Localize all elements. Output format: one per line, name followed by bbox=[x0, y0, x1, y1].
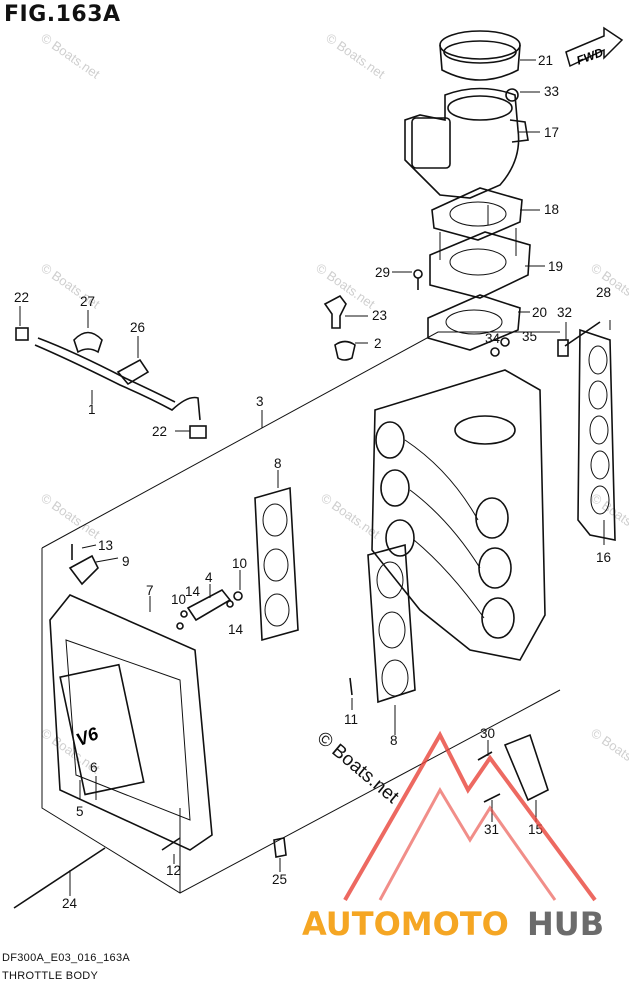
callout: 30 bbox=[480, 726, 495, 741]
callout: 22 bbox=[152, 424, 167, 439]
callout: 9 bbox=[122, 554, 130, 569]
callout: 26 bbox=[130, 320, 145, 335]
callout: 34 bbox=[485, 331, 501, 346]
pipe-4 bbox=[186, 588, 232, 622]
clamp-27 bbox=[73, 331, 103, 354]
fitting-23 bbox=[323, 294, 347, 329]
callout: 13 bbox=[98, 538, 113, 553]
callout: 23 bbox=[372, 308, 387, 323]
gasket-8-upper bbox=[254, 486, 299, 642]
logo-mountain-icon bbox=[343, 730, 597, 902]
callout: 6 bbox=[90, 760, 98, 775]
callout: 20 bbox=[532, 305, 547, 320]
bolt-31 bbox=[483, 793, 501, 803]
automotohub-logo: AUTOMOTO HUB bbox=[302, 730, 604, 943]
figure-title: FIG.163A bbox=[4, 2, 121, 27]
callout: 31 bbox=[484, 822, 499, 837]
throttle-body-17 bbox=[404, 87, 520, 199]
gasket-8-lower bbox=[367, 543, 416, 704]
clamp-22-lower bbox=[189, 425, 207, 439]
callout: 14 bbox=[228, 622, 244, 637]
callout: 11 bbox=[344, 712, 358, 727]
callout: 12 bbox=[166, 863, 181, 878]
gasket-20 bbox=[427, 294, 521, 351]
section-name: THROTTLE BODY bbox=[2, 970, 99, 982]
adapter-19 bbox=[429, 231, 531, 299]
callout: 19 bbox=[548, 259, 563, 274]
callout: 32 bbox=[557, 305, 572, 320]
o-ring-14 bbox=[180, 610, 188, 618]
callout: 16 bbox=[596, 550, 611, 565]
bolt-12 bbox=[161, 837, 181, 851]
callout: 8 bbox=[274, 456, 282, 471]
callout: 27 bbox=[80, 294, 95, 309]
bolt-29 bbox=[413, 269, 423, 279]
hose-1 bbox=[34, 337, 201, 421]
intake-manifold bbox=[371, 369, 546, 661]
callout: 7 bbox=[146, 583, 154, 598]
silencer-cover: V6 bbox=[49, 594, 213, 851]
grommet-2 bbox=[334, 340, 356, 361]
watermark: © Boats.net bbox=[588, 725, 629, 777]
callout-labels: 21 33 17 18 19 20 29 23 2 34 35 32 28 16… bbox=[14, 53, 611, 911]
callout: 35 bbox=[522, 329, 537, 344]
callout: 5 bbox=[76, 804, 84, 819]
nut-33 bbox=[505, 88, 519, 102]
bolt-24 bbox=[13, 847, 106, 909]
bolt-30 bbox=[477, 751, 493, 761]
pin-35 bbox=[500, 337, 510, 347]
callout: 29 bbox=[375, 265, 390, 280]
callout: 10 bbox=[232, 556, 247, 571]
washer-34 bbox=[490, 347, 500, 357]
callout: 22 bbox=[14, 290, 29, 305]
gasket-18 bbox=[431, 187, 523, 241]
logo-text-primary: AUTOMOTO bbox=[302, 905, 509, 943]
watermark: © Boats.net bbox=[38, 30, 103, 82]
fwd-arrow-icon: FWD bbox=[565, 26, 624, 68]
callout: 24 bbox=[62, 896, 78, 911]
assembly-outline bbox=[41, 331, 561, 894]
callout: 14 bbox=[185, 584, 201, 599]
watermark: © Boats.net bbox=[38, 490, 103, 542]
callout: 21 bbox=[538, 53, 553, 68]
grommet-25 bbox=[273, 837, 287, 858]
callout: 3 bbox=[256, 394, 264, 409]
callout: 25 bbox=[272, 872, 287, 887]
bracket-15 bbox=[503, 733, 549, 802]
callout: 33 bbox=[544, 84, 559, 99]
stud-28 bbox=[564, 321, 601, 347]
logo-text-secondary: HUB bbox=[527, 905, 604, 943]
callout: 4 bbox=[205, 570, 213, 585]
sensor-9 bbox=[68, 554, 99, 586]
pin-32 bbox=[557, 339, 569, 357]
callout: 18 bbox=[544, 202, 559, 217]
callout: 28 bbox=[596, 285, 611, 300]
o-ring-10b bbox=[233, 591, 243, 601]
throttle-body-assembly bbox=[404, 30, 531, 357]
callout: 2 bbox=[374, 336, 382, 351]
clamp-22-upper bbox=[15, 327, 29, 341]
o-ring-14b bbox=[226, 600, 234, 608]
bracket-26 bbox=[116, 358, 150, 386]
callout: 8 bbox=[390, 733, 398, 748]
callout: 10 bbox=[171, 592, 186, 607]
bolt-11 bbox=[349, 677, 353, 696]
callout: 1 bbox=[88, 402, 96, 417]
model-code: DF300A_E03_016_163A bbox=[2, 952, 131, 964]
watermark: © Boats.net bbox=[323, 30, 388, 82]
callout: 17 bbox=[544, 125, 559, 140]
leader-lines bbox=[19, 59, 611, 896]
gasket-16 bbox=[577, 328, 616, 541]
o-ring-10 bbox=[176, 622, 184, 630]
